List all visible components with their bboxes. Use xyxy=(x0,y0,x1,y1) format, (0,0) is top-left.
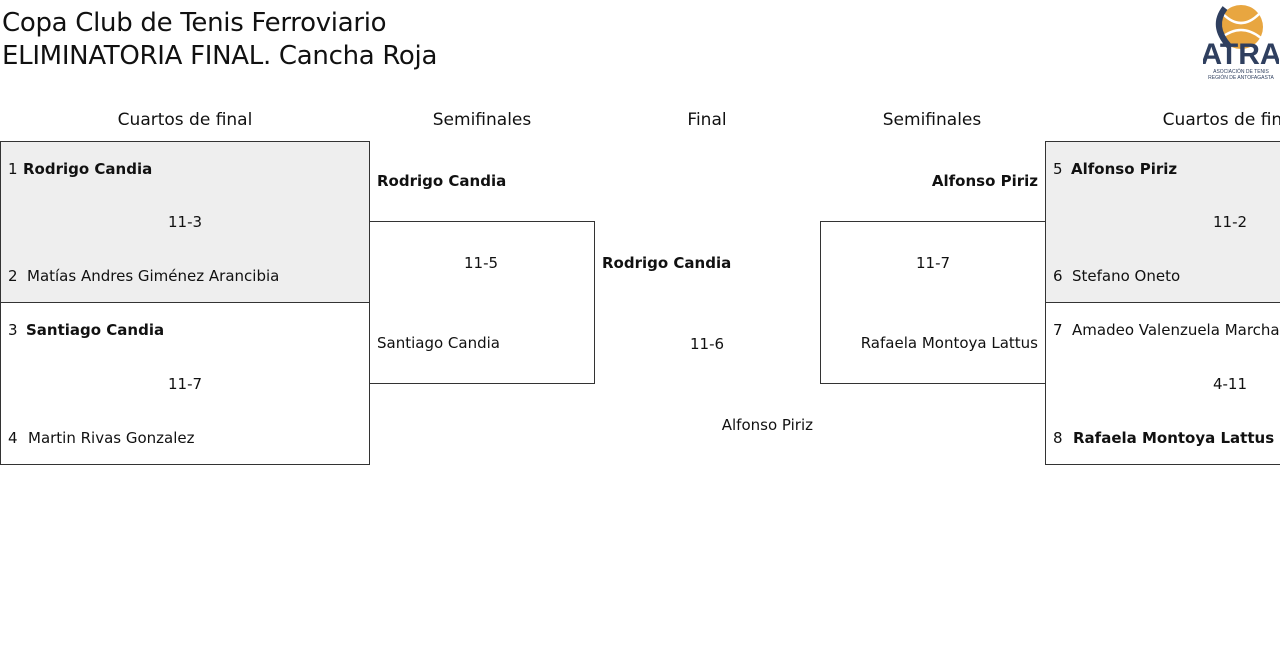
qf2-score: 11-7 xyxy=(167,375,203,393)
tennis-ball-icon xyxy=(1216,5,1263,49)
qf4-bottom-player: Rafaela Montoya Lattus xyxy=(1073,429,1275,447)
header-quarters-right: Cuartos de final xyxy=(1162,110,1280,130)
logo-wordmark: ATRA xyxy=(1203,38,1279,71)
qf3-score: 11-2 xyxy=(1212,213,1248,231)
sf1-bottom-player: Santiago Candia xyxy=(377,334,500,352)
sf2-bottom-player: Rafaela Montoya Lattus xyxy=(860,334,1038,352)
logo-tagline-1: ASOCIACIÓN DE TENIS xyxy=(1213,68,1269,75)
qf1-bottom-player: Matías Andres Giménez Arancibia xyxy=(27,267,280,285)
qf3-bottom-player: Stefano Oneto xyxy=(1072,267,1181,285)
final-bottom-player: Alfonso Piriz xyxy=(721,416,813,434)
header-semis-left: Semifinales xyxy=(432,110,532,130)
tournament-title-block: Copa Club de Tenis Ferroviario ELIMINATO… xyxy=(2,7,437,73)
final-score: 11-6 xyxy=(689,335,725,353)
quarterfinal-match-4 xyxy=(1045,302,1280,465)
qf2-bottom-seed: 4 xyxy=(8,429,18,447)
qf4-bottom-seed: 8 xyxy=(1053,429,1063,447)
final-top-player: Rodrigo Candia xyxy=(602,254,732,272)
qf4-top-seed: 7 xyxy=(1053,321,1063,339)
semifinal-match-1 xyxy=(369,221,595,384)
sf2-score: 11-7 xyxy=(915,254,951,272)
qf1-top-player: Rodrigo Candia xyxy=(23,160,153,178)
header-quarters-left: Cuartos de final xyxy=(117,110,253,130)
header-semis-right: Semifinales xyxy=(882,110,982,130)
qf3-top-player: Alfonso Piriz xyxy=(1071,160,1178,178)
qf2-top-player: Santiago Candia xyxy=(26,321,165,339)
qf3-top-seed: 5 xyxy=(1053,160,1063,178)
qf1-bottom-seed: 2 xyxy=(8,267,18,285)
qf3-bottom-seed: 6 xyxy=(1053,267,1063,285)
qf2-top-seed: 3 xyxy=(8,321,18,339)
semifinal-match-2 xyxy=(820,221,1046,384)
tournament-subtitle: ELIMINATORIA FINAL. Cancha Roja xyxy=(2,41,438,71)
tournament-title: Copa Club de Tenis Ferroviario xyxy=(2,8,387,38)
sf2-top-player: Alfonso Piriz xyxy=(931,172,1038,190)
qf1-top-seed: 1 xyxy=(8,160,18,178)
qf1-score: 11-3 xyxy=(167,213,203,231)
atra-logo: ATRA ASOCIACIÓN DE TENIS REGIÓN DE ANTOF… xyxy=(1203,5,1279,81)
logo-tagline-2: REGIÓN DE ANTOFAGASTA xyxy=(1208,74,1274,81)
qf4-top-player: Amadeo Valenzuela Marchant xyxy=(1072,321,1280,339)
sf1-top-player: Rodrigo Candia xyxy=(377,172,507,190)
header-final: Final xyxy=(687,110,727,130)
qf2-bottom-player: Martin Rivas Gonzalez xyxy=(28,429,195,447)
quarterfinal-match-1 xyxy=(0,141,370,303)
sf1-score: 11-5 xyxy=(463,254,499,272)
qf4-score: 4-11 xyxy=(1212,375,1248,393)
